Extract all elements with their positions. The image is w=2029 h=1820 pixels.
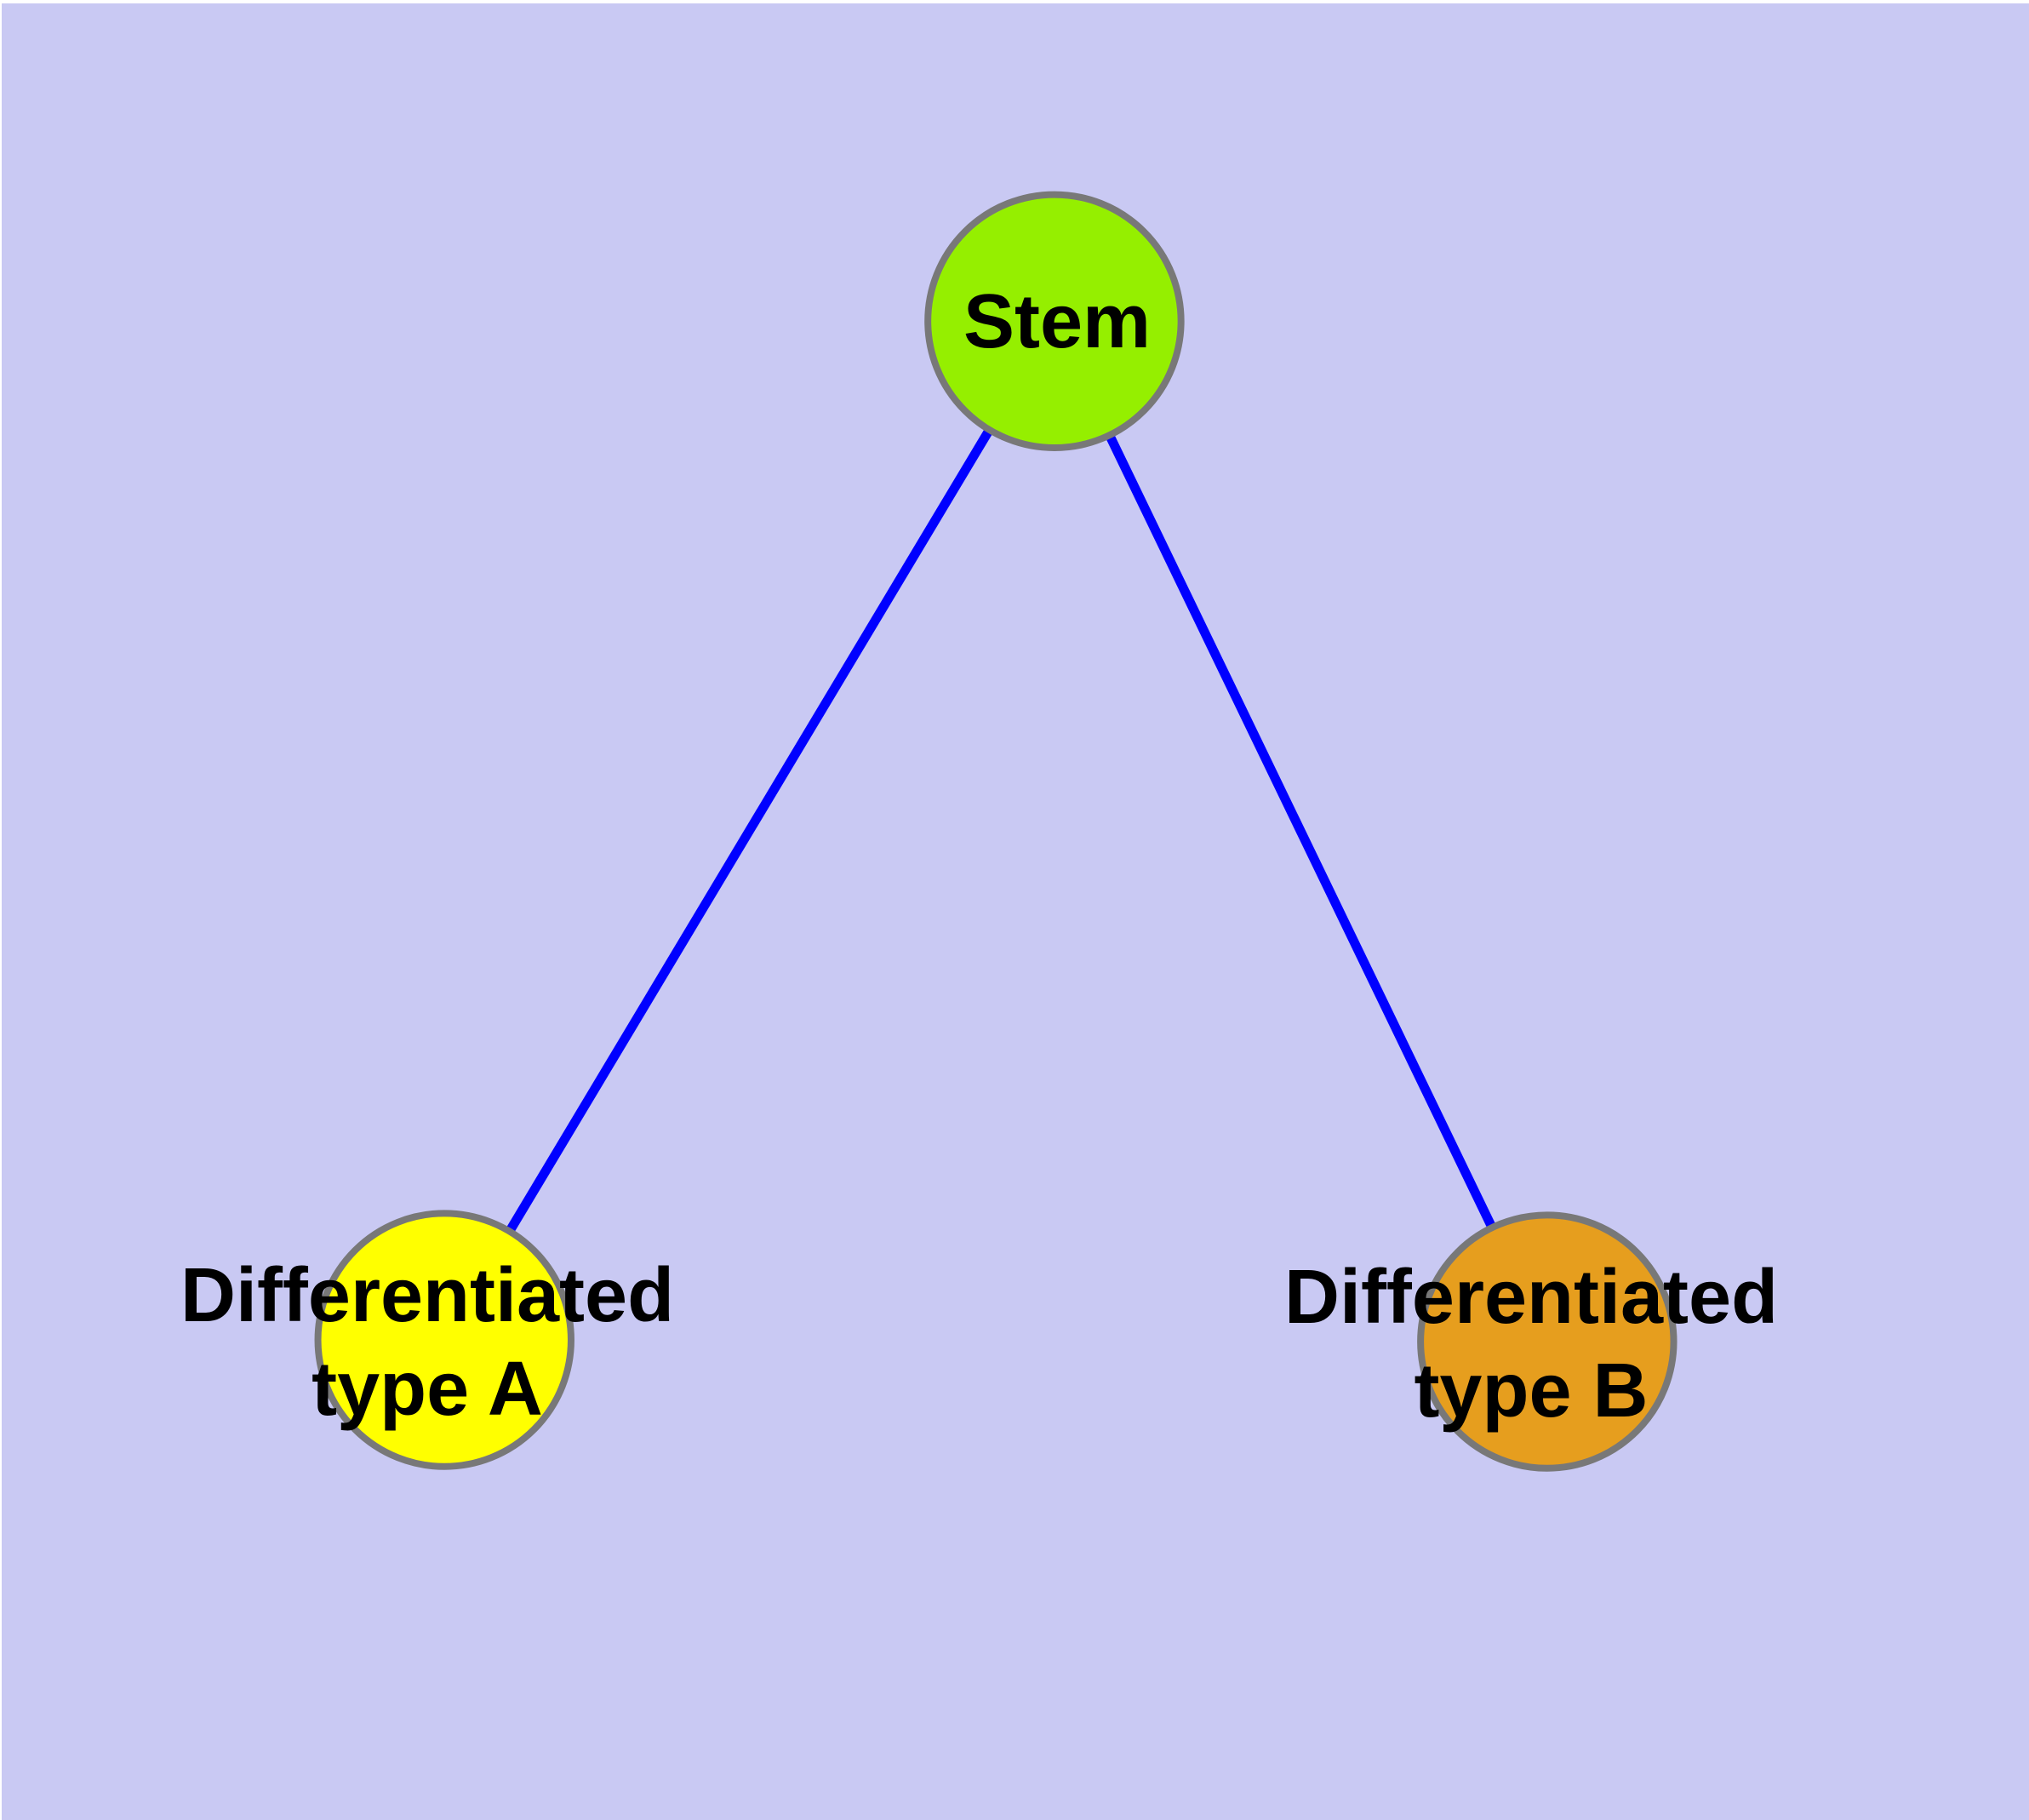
node-label-line: Differentiated	[1283, 1255, 1779, 1340]
node-label-line: type A	[311, 1347, 543, 1432]
edge-stem-to-type-b	[1049, 318, 1552, 1344]
node-label-line: Differentiated	[180, 1253, 675, 1338]
node-type-b-label: Differentiated type B	[1284, 1251, 1778, 1438]
node-stem-label: Stem	[963, 275, 1151, 369]
node-label-line: type B	[1414, 1348, 1649, 1434]
plot-background: Stem Differentiated type A Differentiate…	[2, 3, 2029, 1820]
node-type-b-circle	[1417, 1211, 1677, 1472]
node-label-line: Stem	[963, 279, 1152, 364]
graph-svg	[314, 191, 1677, 1472]
edge-stem-to-type-a	[440, 318, 1059, 1342]
node-stem-circle	[924, 191, 1185, 452]
node-type-a-label: Differentiated type A	[180, 1249, 674, 1436]
node-type-a-circle	[314, 1210, 574, 1470]
